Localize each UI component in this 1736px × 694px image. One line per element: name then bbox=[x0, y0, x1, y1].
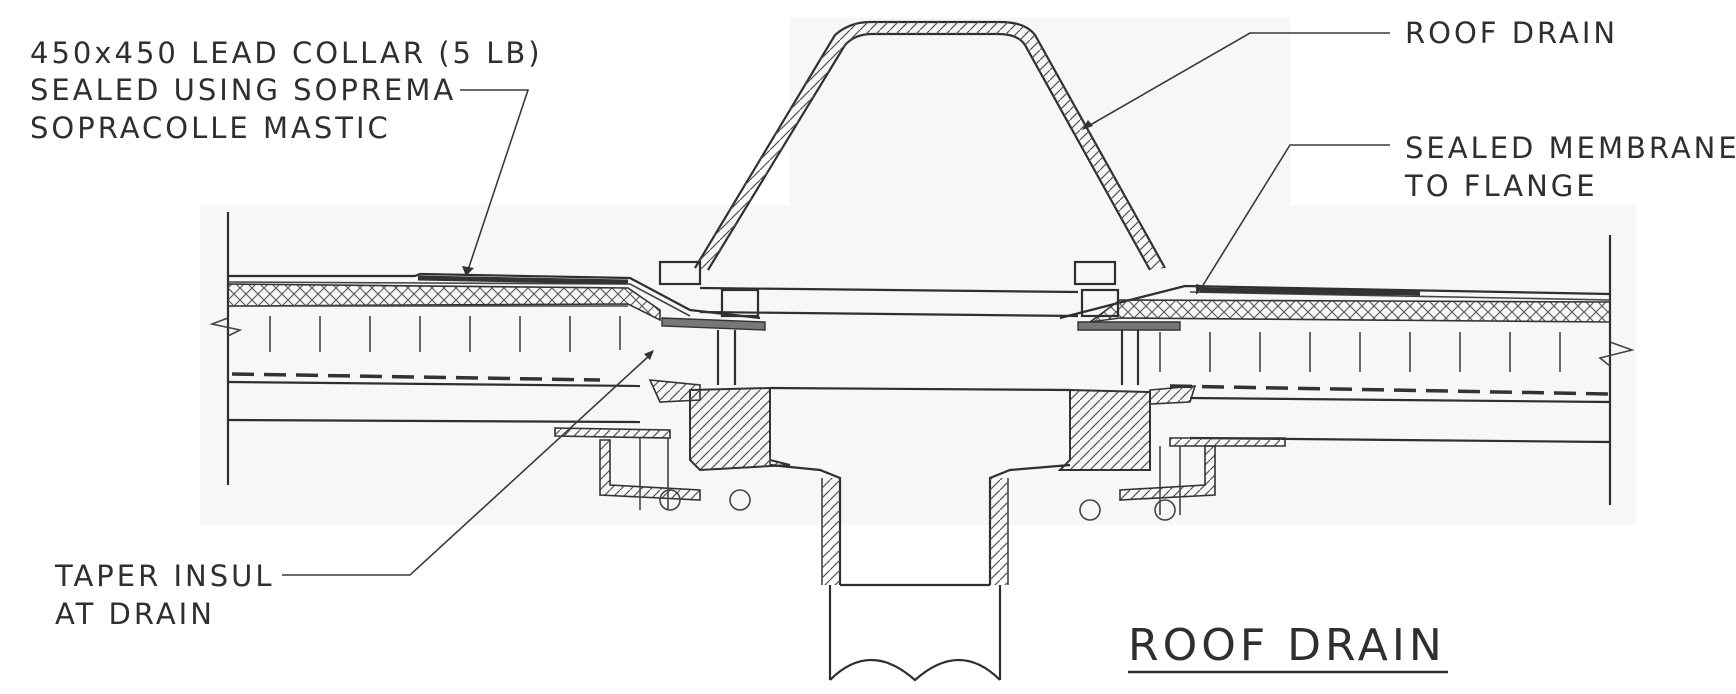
callout-roof-drain: ROOF DRAIN bbox=[1405, 16, 1618, 50]
callout-taper-insul: TAPER INSUL AT DRAIN bbox=[54, 559, 275, 631]
callout-roof-drain-line-1: ROOF DRAIN bbox=[1405, 16, 1618, 50]
deck-top-left bbox=[227, 380, 641, 388]
coverboard-right bbox=[1089, 299, 1611, 323]
leader-lead-collar bbox=[460, 89, 530, 271]
callout-sealed-membrane-line-1: SEALED MEMBRANE bbox=[1405, 131, 1736, 165]
callout-taper-insul-line-1: TAPER INSUL bbox=[54, 559, 275, 593]
callout-taper-insul-line-2: AT DRAIN bbox=[55, 597, 215, 631]
leader-roof-drain bbox=[1084, 32, 1390, 129]
lead-collar-right bbox=[1199, 287, 1421, 296]
callout-lead-collar-line-3: SOPRACOLLE MASTIC bbox=[30, 111, 391, 145]
leader-taper-insul bbox=[282, 354, 651, 576]
deck-bottom-left bbox=[227, 418, 641, 424]
leader-lines bbox=[282, 32, 1390, 576]
drawing-title: ROOF DRAIN bbox=[1128, 620, 1446, 671]
leader-sealed-membrane bbox=[1199, 144, 1390, 291]
callout-lead-collar-line-1: 450x450 LEAD COLLAR (5 LB) bbox=[30, 36, 543, 70]
roof-assembly-left bbox=[209, 212, 761, 485]
drain-body bbox=[554, 260, 1286, 682]
callout-sealed-membrane-line-2: TO FLANGE bbox=[1404, 169, 1598, 203]
drain-dome bbox=[694, 20, 1166, 271]
callout-sealed-membrane: SEALED MEMBRANE TO FLANGE bbox=[1404, 131, 1736, 203]
membrane-right bbox=[1059, 284, 1611, 320]
callout-lead-collar: 450x450 LEAD COLLAR (5 LB) SEALED USING … bbox=[30, 36, 543, 145]
callout-lead-collar-line-2: SEALED USING SOPREMA bbox=[30, 73, 456, 107]
vapour-barrier-left bbox=[231, 372, 601, 382]
lead-collar-left bbox=[417, 275, 629, 285]
vapour-barrier-right bbox=[1169, 384, 1611, 396]
scan-shading bbox=[200, 205, 1636, 525]
deck-top-right bbox=[1189, 396, 1611, 404]
